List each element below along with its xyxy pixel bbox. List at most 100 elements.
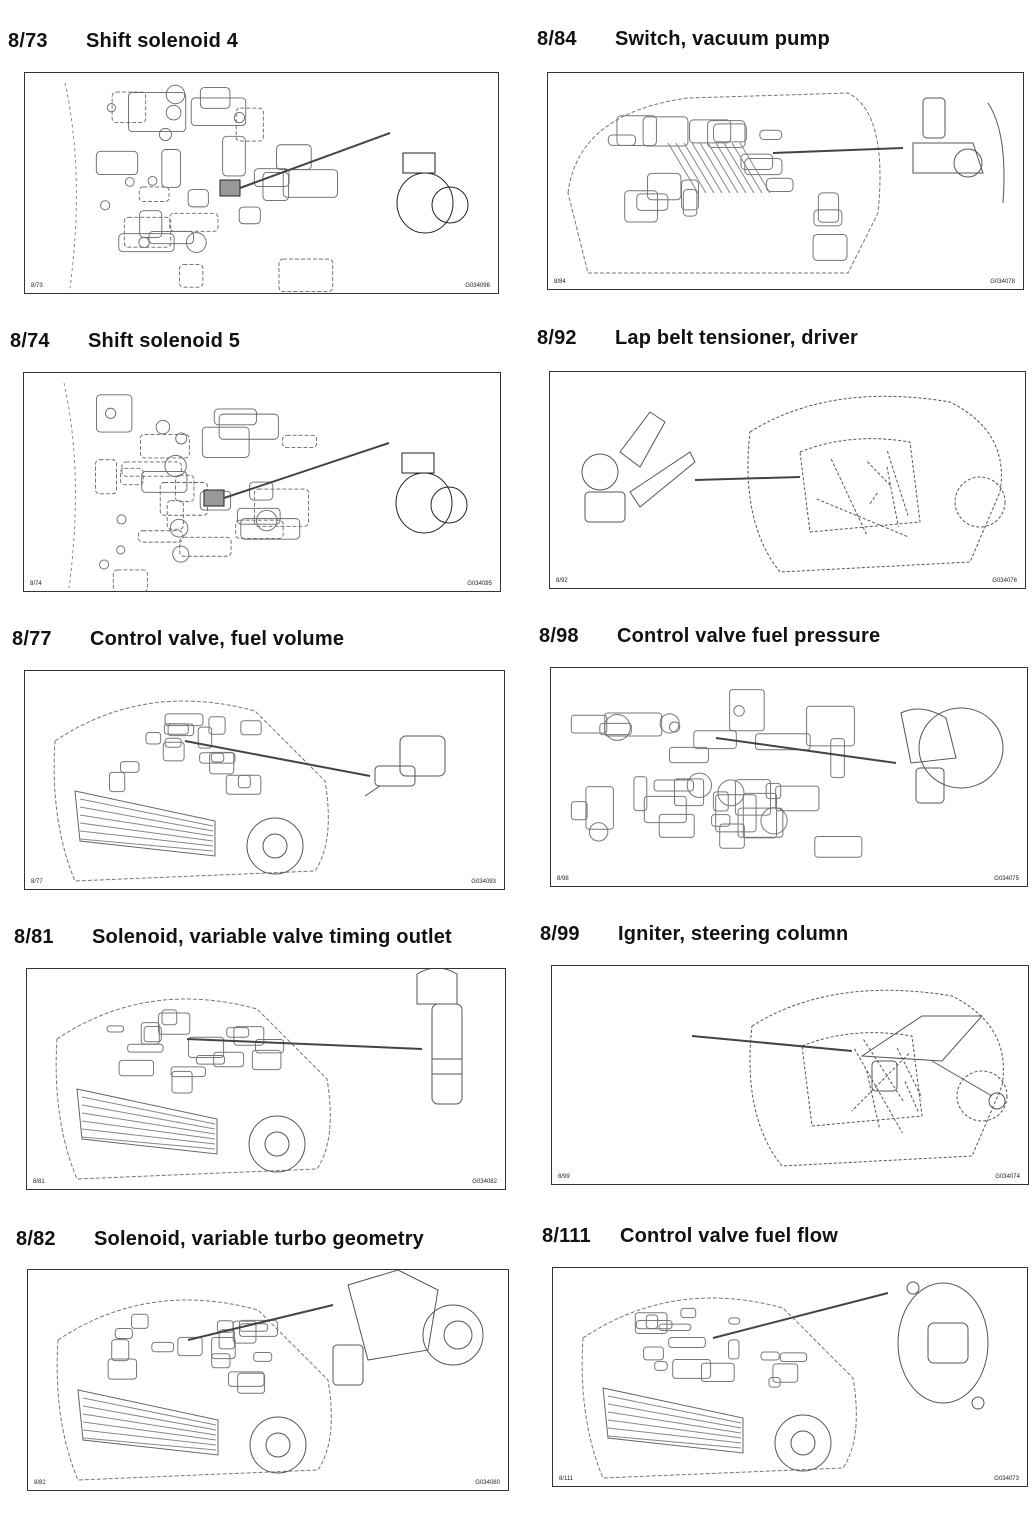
callout-line: [694, 476, 801, 481]
solenoid-connector: [402, 152, 436, 174]
car-front-illustration: [53, 700, 446, 882]
figure-id: G034074: [995, 1174, 1020, 1180]
figure-code: 8/77: [31, 879, 43, 885]
wheel-hub: [790, 1430, 816, 1456]
diagram-frame: 8/82 G034080: [27, 1269, 509, 1491]
figure-id: G034082: [472, 1179, 497, 1185]
solenoid-connector: [401, 452, 435, 474]
callout-line: [239, 132, 391, 189]
entry-title: Control valve, fuel volume: [90, 628, 345, 650]
wheel: [774, 1414, 832, 1472]
hood-outline: [56, 1299, 332, 1481]
car-interior-linework: [749, 989, 1008, 1167]
housing-outline: [64, 82, 77, 289]
pressure-valve-part: [900, 707, 1004, 804]
figure-id: G034093: [471, 879, 496, 885]
car-linework: [55, 998, 331, 1180]
engine-bay-illustration: [567, 92, 1005, 274]
figure-id: G034078: [990, 279, 1015, 285]
figure-id: G034073: [994, 1476, 1019, 1482]
diagram-frame: 8/92 G034076: [549, 371, 1026, 589]
diagram-entry-control-valve-fuel-flow: 8/111 Control valve fuel flow 8/111 G0340…: [542, 1225, 1032, 1495]
transmission-linework: [95, 84, 338, 292]
figure-id: G034075: [994, 876, 1019, 882]
entry-code: 8/92: [537, 327, 577, 349]
entry-title: Igniter, steering column: [618, 923, 849, 945]
figure-code: 8/99: [558, 1174, 570, 1180]
entry-code: 8/74: [10, 330, 50, 352]
diagram-frame: 8/73 G034096: [24, 72, 499, 294]
diagram-frame: 8/74 G034095: [23, 372, 501, 592]
wheel-hub: [264, 1131, 290, 1157]
flow-valve-part: [897, 1281, 989, 1410]
diagram-frame: 8/111 G034073: [552, 1267, 1028, 1487]
figure-code: 8/98: [557, 876, 569, 882]
figure-code: 8/74: [30, 581, 42, 587]
transmission-illustration: [64, 82, 469, 292]
callout-line: [772, 147, 904, 154]
entry-title: Control valve fuel pressure: [617, 625, 881, 647]
turbo-solenoid-part: [332, 1270, 484, 1386]
diagram-entry-control-valve-fuel-volume: 8/77 Control valve, fuel volume 8/77 G034…: [12, 628, 507, 898]
vvt-solenoid-part: [416, 969, 463, 1105]
wheel-hub: [265, 1432, 291, 1458]
callout-line: [691, 1035, 853, 1052]
car-linework: [56, 1299, 332, 1481]
entry-code: 8/98: [539, 625, 579, 647]
entry-code: 8/82: [16, 1228, 56, 1250]
hood-outline: [53, 700, 329, 882]
car-interior-illustration: [581, 395, 1006, 573]
car-linework: [581, 1297, 857, 1479]
diagram-frame: 8/84 G034078: [547, 72, 1024, 290]
belt-tensioner-part: [581, 411, 696, 523]
entry-title: Solenoid, variable valve timing outlet: [92, 926, 452, 948]
figure-code: 8/92: [556, 578, 568, 584]
engine-block-illustration: [570, 689, 1004, 858]
figure-code: 8/81: [33, 1179, 45, 1185]
entry-heading: 8/99 Igniter, steering column: [540, 923, 848, 946]
diagram-entry-lap-belt-tensioner: 8/92 Lap belt tensioner, driver 8/92 G034…: [537, 327, 1032, 597]
entry-code: 8/73: [8, 30, 48, 52]
callout-line: [184, 740, 371, 777]
figure-code: 8/73: [31, 283, 43, 289]
hood-outline: [55, 998, 331, 1180]
entry-code: 8/77: [12, 628, 52, 650]
figure-id: G034095: [467, 581, 492, 587]
figure-id: G034080: [475, 1480, 500, 1486]
solenoid-face: [431, 186, 469, 224]
solenoid-face: [430, 486, 468, 524]
diagram-frame: 8/99 G034074: [551, 965, 1029, 1185]
car-front-illustration: [581, 1281, 989, 1479]
solenoid-body: [395, 472, 453, 534]
solenoid-highlight: [203, 489, 225, 507]
callout-line: [187, 1304, 334, 1341]
entry-code: 8/111: [542, 1225, 591, 1247]
grille: [76, 1088, 218, 1155]
callout-line: [186, 1038, 423, 1050]
callout-line: [715, 737, 897, 764]
wheel: [249, 1416, 307, 1474]
entry-heading: 8/111 Control valve fuel flow: [542, 1225, 838, 1248]
diagram-frame: 8/98 G034075: [550, 667, 1028, 887]
hood-outline: [581, 1297, 857, 1479]
car-linework: [53, 700, 329, 882]
figure-code: 8/82: [34, 1480, 46, 1486]
transmission-illustration: [63, 382, 468, 591]
entry-heading: 8/92 Lap belt tensioner, driver: [537, 327, 858, 350]
diagram-entry-vvt-solenoid: 8/81 Solenoid, variable valve timing outl…: [14, 926, 524, 1196]
fuel-valve-part: [364, 735, 446, 797]
entry-title: Control valve fuel flow: [620, 1225, 838, 1247]
solenoid-body: [396, 172, 454, 234]
engine-bay-linework: [567, 92, 881, 274]
grille: [602, 1387, 744, 1454]
entry-title: Lap belt tensioner, driver: [615, 327, 859, 349]
entry-code: 8/99: [540, 923, 580, 945]
